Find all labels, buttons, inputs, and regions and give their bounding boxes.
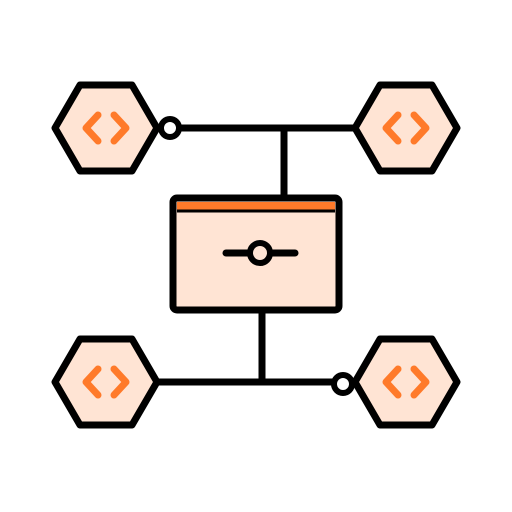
hex-node-top-right: [351, 81, 461, 175]
hex-node-bottom-right: [351, 335, 461, 429]
central-window: [169, 194, 343, 314]
hex-node-top-left: [51, 81, 161, 175]
window-title-bar: [177, 202, 335, 210]
hex-node-bottom-left: [51, 335, 161, 429]
code-brackets-icon: [382, 111, 430, 145]
connector-lines: [153, 124, 359, 386]
slider-icon: [222, 240, 299, 266]
port-circle-bottom: [331, 372, 355, 396]
code-brackets-icon: [382, 365, 430, 399]
code-brackets-icon: [82, 365, 130, 399]
code-brackets-icon: [82, 111, 130, 145]
port-circle-top: [158, 116, 182, 140]
